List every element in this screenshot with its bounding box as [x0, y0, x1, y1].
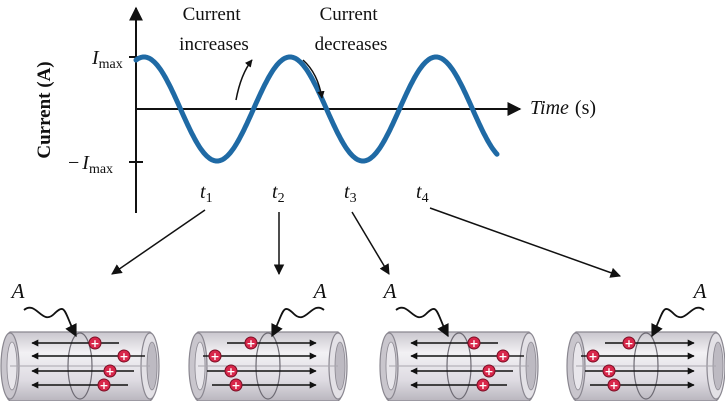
pointer-arrow-t1: [111, 209, 206, 275]
wire-panels: ++++A++++A++++A++++A: [0, 279, 725, 401]
area-pointer-arrow: [23, 306, 77, 338]
charge-sign: +: [604, 365, 613, 378]
increase-arrow: [235, 59, 253, 101]
charge-sign: +: [246, 337, 255, 350]
cross-section: [633, 332, 659, 400]
positive-charge: [117, 349, 131, 363]
charge-sign: +: [99, 379, 108, 392]
pointer-arrow-t3: [351, 211, 390, 275]
time-marker-t2: t2: [272, 181, 285, 206]
charge-sign: +: [498, 350, 507, 363]
x-axis-title: Time(s): [530, 97, 596, 119]
cross-section: [67, 332, 93, 400]
positive-charge: [97, 378, 111, 392]
charge-sign: +: [119, 350, 128, 363]
positive-charge: [586, 349, 600, 363]
positive-charge: [208, 349, 222, 363]
charge-sign: +: [469, 337, 478, 350]
decrease-arrow: [302, 59, 325, 99]
area-label: A: [312, 279, 327, 303]
charge-sign: +: [105, 365, 114, 378]
y-min-label: −Imax: [68, 152, 113, 177]
positive-charge: [103, 364, 117, 378]
current-increases-label: Current increases: [179, 4, 249, 55]
charge-sign: +: [478, 379, 487, 392]
positive-charge: [229, 378, 243, 392]
charge-sign: +: [210, 350, 219, 363]
time-markers: t1 t2 t3 t4: [200, 181, 429, 206]
cross-section: [446, 332, 472, 400]
area-label: A: [382, 279, 397, 303]
wire-panel: ++++A: [566, 279, 725, 401]
area-label: A: [692, 279, 707, 303]
current-decreases-label: Current decreases: [315, 4, 388, 55]
charge-sign: +: [624, 337, 633, 350]
positive-charge: [88, 336, 102, 350]
charge-sign: +: [609, 379, 618, 392]
area-pointer-arrow: [651, 306, 705, 338]
y-max-label: Imax: [91, 47, 123, 72]
cross-section: [255, 332, 281, 400]
charge-sign: +: [231, 379, 240, 392]
time-marker-t1: t1: [200, 181, 213, 206]
charge-sign: +: [90, 337, 99, 350]
positive-charge: [622, 336, 636, 350]
positive-charge: [476, 378, 490, 392]
positive-charge: [482, 364, 496, 378]
charge-sign: +: [588, 350, 597, 363]
time-marker-t3: t3: [344, 181, 357, 206]
time-marker-t4: t4: [416, 181, 429, 206]
positive-charge: [607, 378, 621, 392]
positive-charge: [467, 336, 481, 350]
wire-panel: ++++A: [188, 279, 348, 401]
y-axis-title: Current (A): [34, 61, 55, 158]
charge-sign: +: [484, 365, 493, 378]
pointer-arrow-t4: [429, 207, 621, 278]
wire-panel: ++++A: [0, 279, 160, 401]
positive-charge: [496, 349, 510, 363]
current-wave: [133, 54, 500, 164]
wire-panel: ++++A: [379, 279, 539, 401]
positive-charge: [244, 336, 258, 350]
area-label: A: [10, 279, 25, 303]
positive-charge: [602, 364, 616, 378]
area-pointer-arrow: [271, 306, 325, 338]
positive-charge: [224, 364, 238, 378]
area-pointer-arrow: [395, 306, 449, 338]
charge-sign: +: [226, 365, 235, 378]
